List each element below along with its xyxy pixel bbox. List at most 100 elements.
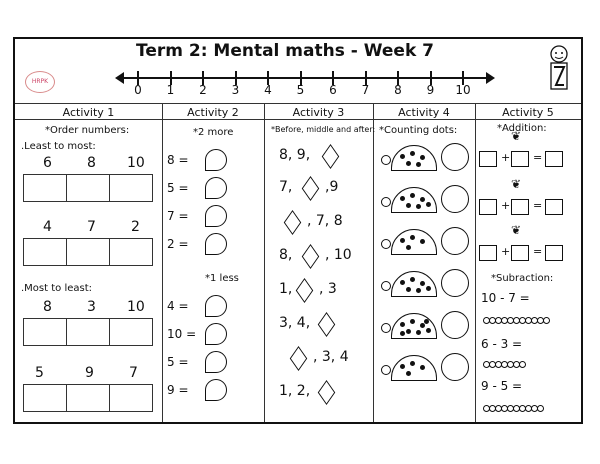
sequence-text: 1, 2, (279, 383, 311, 399)
answer-box[interactable] (511, 199, 529, 215)
dot (410, 235, 415, 240)
answer-boxes[interactable] (23, 318, 153, 346)
answer-leaf[interactable] (205, 149, 227, 171)
answer-diamond[interactable] (317, 380, 336, 405)
subtraction-label: *Subraction: (491, 273, 554, 284)
answer-circle[interactable] (441, 143, 469, 171)
ladybug-head-icon (381, 197, 391, 207)
answer-leaf[interactable] (205, 177, 227, 199)
answer-diamond[interactable] (289, 346, 308, 371)
number-line-label: 9 (426, 83, 435, 97)
answer-box[interactable] (479, 151, 497, 167)
answer-leaf[interactable] (205, 379, 227, 401)
answer-circle[interactable] (441, 353, 469, 381)
equation: 9 = (167, 383, 189, 397)
ladybug-head-icon (381, 239, 391, 249)
dot (406, 287, 411, 292)
equation: 5 = (167, 181, 189, 195)
answer-leaf[interactable] (205, 351, 227, 373)
dot (420, 323, 425, 328)
answer-diamond[interactable] (301, 244, 320, 269)
answer-box[interactable] (511, 151, 529, 167)
answer-box[interactable] (545, 199, 563, 215)
counting-dots-label: *Counting dots: (379, 125, 458, 136)
number: 10 (127, 299, 145, 315)
answer-box[interactable] (511, 245, 529, 261)
answer-circle[interactable] (441, 311, 469, 339)
answer-diamond[interactable] (321, 144, 340, 169)
ladybug-icon (391, 187, 437, 213)
number-line-tick (299, 71, 302, 85)
answer-leaf[interactable] (205, 205, 227, 227)
sequence-text: 3, 4, (279, 315, 311, 331)
activity5-header: Activity 5 (475, 103, 581, 120)
equation: 6 - 3 = (481, 337, 523, 351)
answer-circle[interactable] (441, 227, 469, 255)
answer-diamond[interactable] (283, 210, 302, 235)
answer-leaf[interactable] (205, 295, 227, 317)
dot (416, 288, 421, 293)
worksheet-title: Term 2: Mental maths - Week 7 (135, 41, 434, 61)
dot (400, 331, 405, 336)
dot (420, 155, 425, 160)
answer-boxes[interactable] (23, 238, 153, 266)
dot (426, 328, 431, 333)
activity3-header: Activity 3 (264, 103, 373, 120)
number-line-tick (462, 71, 464, 85)
arrow-right-icon (486, 72, 495, 84)
number-line-label: 6 (329, 83, 337, 97)
answer-diamond[interactable] (317, 312, 336, 337)
arrow-left-icon (115, 72, 124, 84)
number: 7 (129, 365, 138, 381)
dot (406, 371, 411, 376)
answer-circle[interactable] (441, 269, 469, 297)
dot (420, 365, 425, 370)
answer-leaf[interactable] (205, 233, 227, 255)
equation: 7 = (167, 209, 189, 223)
answer-boxes[interactable] (23, 174, 153, 202)
number-line-tick (364, 71, 367, 85)
dot (426, 286, 431, 291)
dot (416, 330, 421, 335)
ladybug-head-icon (381, 281, 391, 291)
answer-diamond[interactable] (301, 176, 320, 201)
dot (406, 161, 411, 166)
butterfly-icon: ❦ (511, 129, 522, 143)
ladybug-head-icon (381, 155, 391, 165)
number: 6 (43, 155, 52, 171)
order-numbers-label: *Order numbers: (45, 125, 130, 136)
butterfly-icon: ❦ (511, 223, 522, 237)
answer-box[interactable] (545, 245, 563, 261)
ladybug-icon (391, 145, 437, 171)
dot (410, 151, 415, 156)
number: 3 (87, 299, 96, 315)
sequence-text: 1, (279, 281, 293, 297)
addition-label: *Addition: (497, 123, 547, 134)
answer-diamond[interactable] (295, 278, 314, 303)
answer-box[interactable] (479, 199, 497, 215)
number-line-label: 7 (361, 83, 370, 97)
answer-leaf[interactable] (205, 323, 227, 345)
divider (373, 103, 374, 422)
dot (406, 329, 411, 334)
number-line-label: 10 (455, 83, 471, 97)
number-line-tick (234, 71, 237, 85)
brand-logo: HRPK (25, 71, 55, 93)
number-line-tick (397, 71, 399, 85)
sequence-text: 8, (279, 247, 293, 263)
number-line-label: 8 (394, 83, 402, 97)
least-to-most-label: .Least to most: (21, 141, 96, 152)
plus-sign: + (501, 245, 511, 258)
number: 5 (35, 365, 44, 381)
sequence-text: , 3, 4 (313, 349, 349, 365)
activity4-header: Activity 4 (373, 103, 475, 120)
answer-circle[interactable] (441, 185, 469, 213)
number-line-label: 1 (166, 83, 175, 97)
answer-box[interactable] (479, 245, 497, 261)
answer-boxes[interactable] (23, 384, 153, 412)
dot (426, 202, 431, 207)
answer-box[interactable] (545, 151, 563, 167)
most-to-least-label: .Most to least: (21, 283, 93, 294)
